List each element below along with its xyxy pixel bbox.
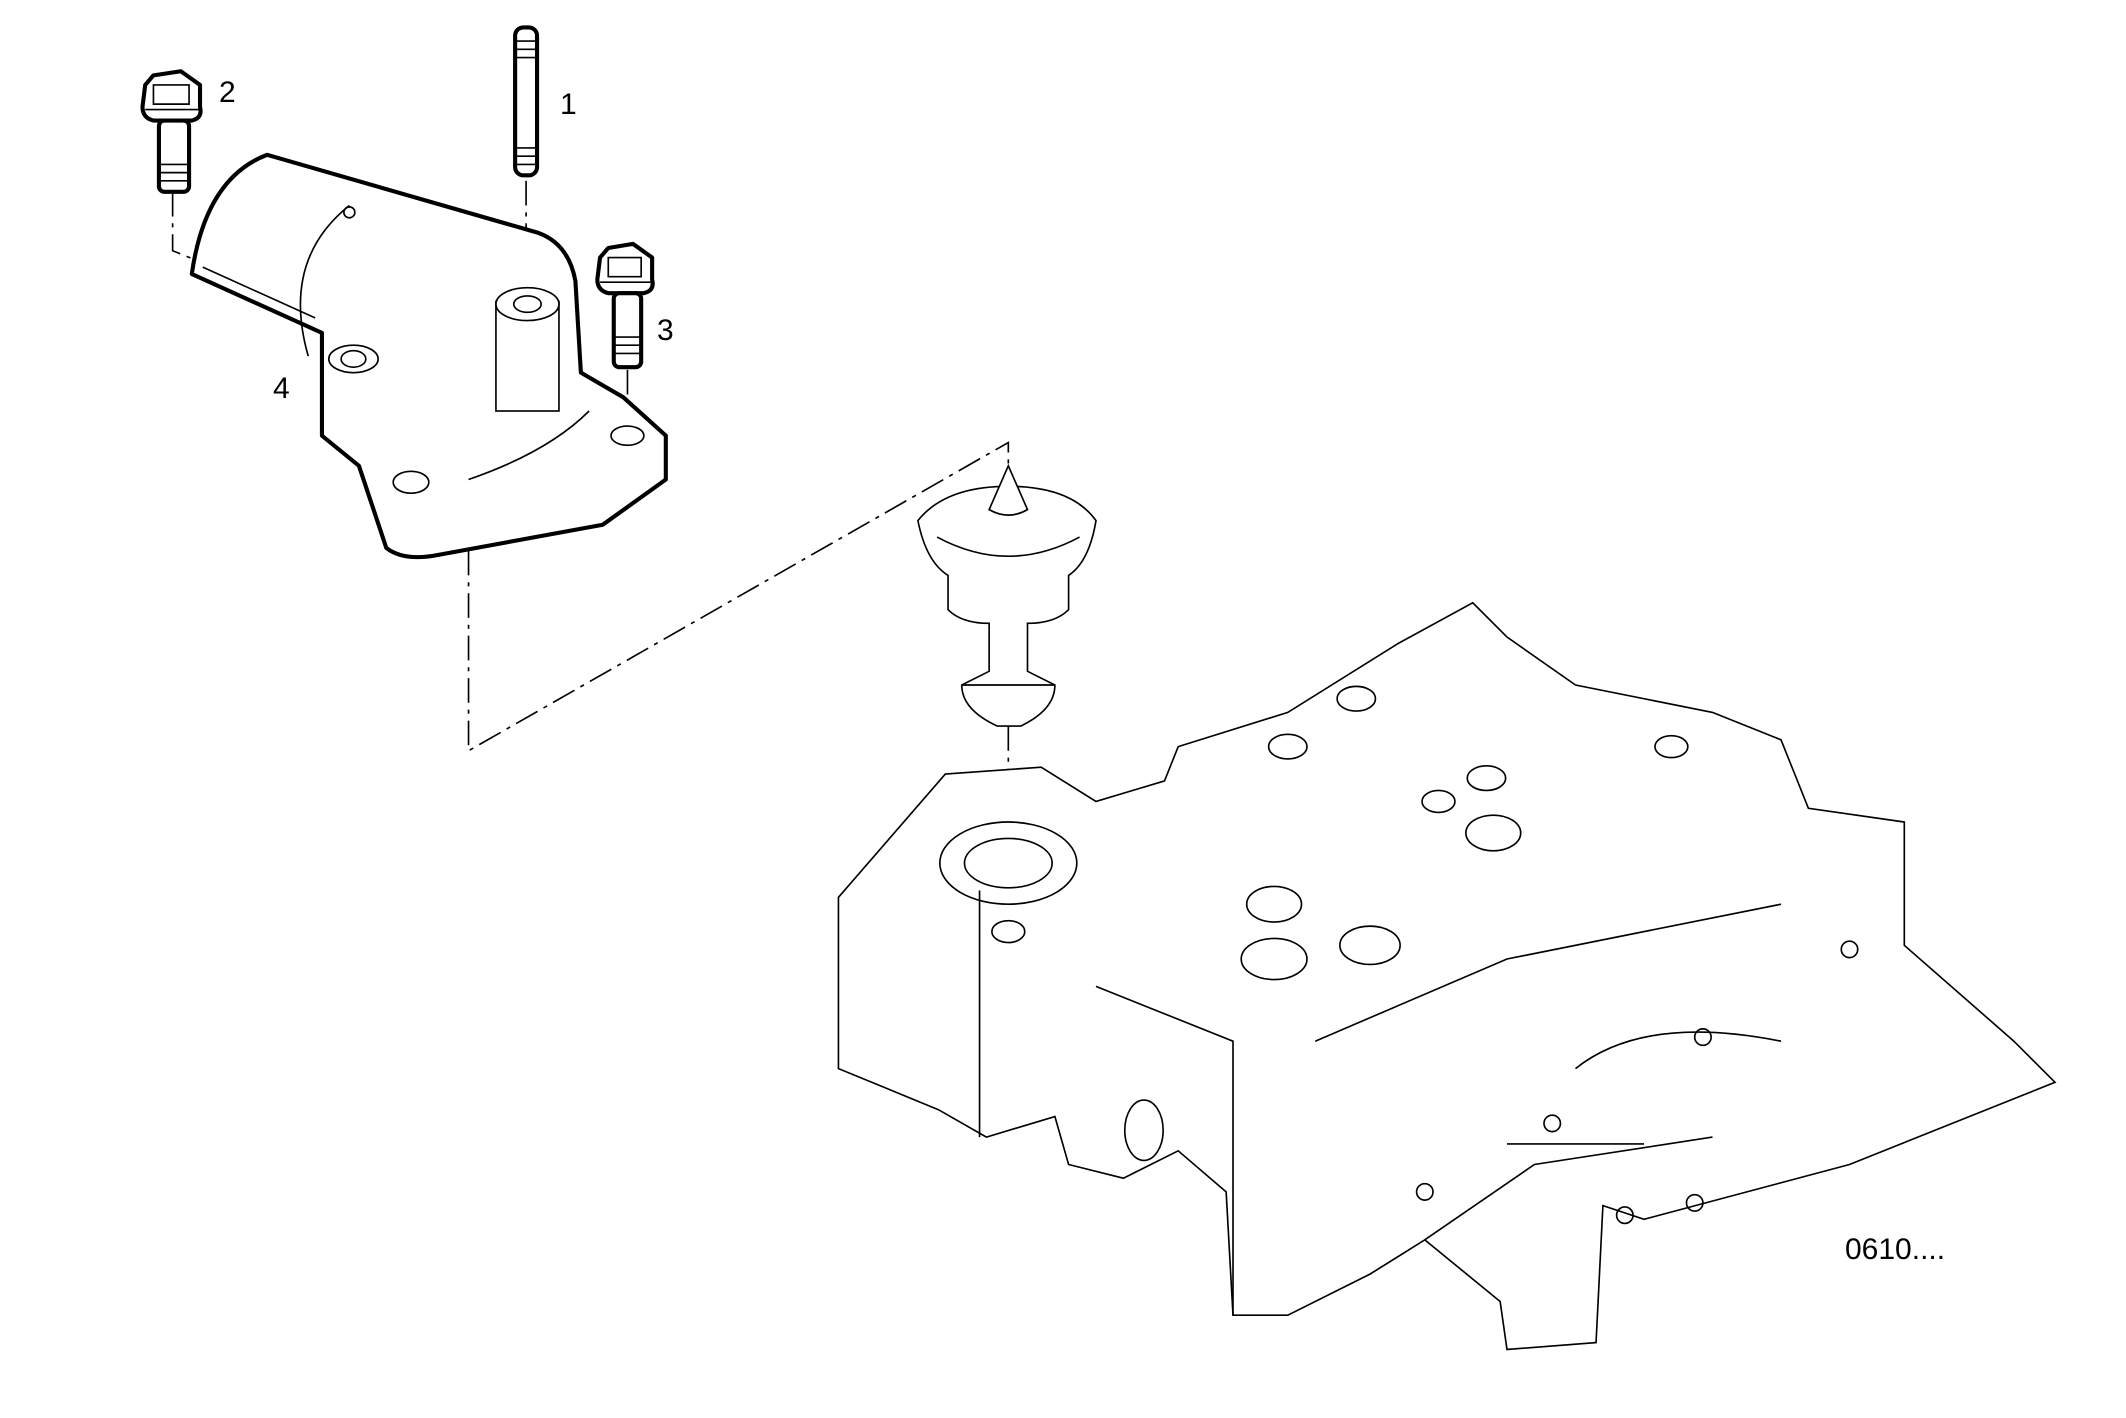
- stud-part-1: [513, 25, 540, 178]
- cylinder-head-part: [837, 601, 2057, 1351]
- callout-label-3: 3: [657, 314, 674, 347]
- thermostat-housing-part-4: [189, 152, 668, 560]
- thermostat-part: [917, 463, 1097, 727]
- callout-label-4: 4: [273, 372, 290, 405]
- drawing-reference-code: 0610....: [1845, 1233, 1946, 1266]
- callout-label-2: 2: [219, 76, 236, 109]
- bolt-part-3: [595, 241, 655, 370]
- bolt-part-2: [140, 69, 203, 194]
- callout-label-1: 1: [560, 88, 577, 121]
